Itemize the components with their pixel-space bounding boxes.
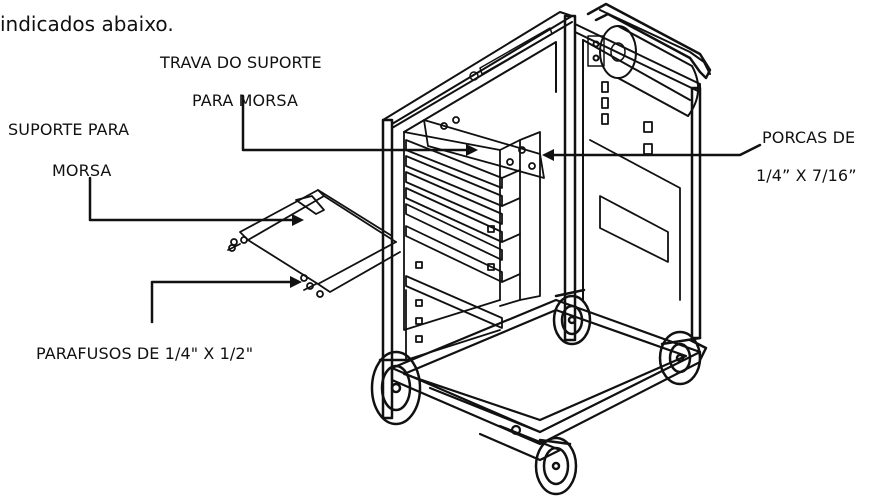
callout-arrowheads	[290, 144, 554, 288]
leader-parafusos	[150, 280, 294, 324]
caster-back-right	[658, 330, 708, 386]
leader-suporte	[88, 176, 298, 222]
label-parafusos: PARAFUSOS DE 1/4" X 1/2"	[36, 344, 254, 363]
intro-text: indicados abaixo.	[0, 12, 174, 36]
caster-front-right	[534, 436, 578, 496]
vise-support	[227, 189, 401, 298]
base-frame	[390, 298, 702, 462]
caster-front-left	[370, 350, 422, 426]
label-porcas-line1: PORCAS DE	[762, 128, 856, 147]
vise-support-lock	[423, 116, 545, 179]
leader-trava	[241, 94, 472, 152]
right-side-panel	[589, 81, 681, 301]
label-suporte-line2: MORSA	[52, 161, 112, 180]
label-porcas-line2: 1/4” X 7/16”	[756, 166, 857, 185]
label-suporte-line1: SUPORTE PARA	[8, 120, 130, 139]
label-trava-line2: PARA MORSA	[192, 91, 298, 110]
leader-porcas	[546, 143, 762, 157]
callout-leaders	[88, 94, 762, 324]
label-trava-line1: TRAVA DO SUPORTE	[160, 53, 322, 72]
paper-towel-holder	[586, 2, 712, 117]
caster-back-left	[552, 288, 592, 346]
